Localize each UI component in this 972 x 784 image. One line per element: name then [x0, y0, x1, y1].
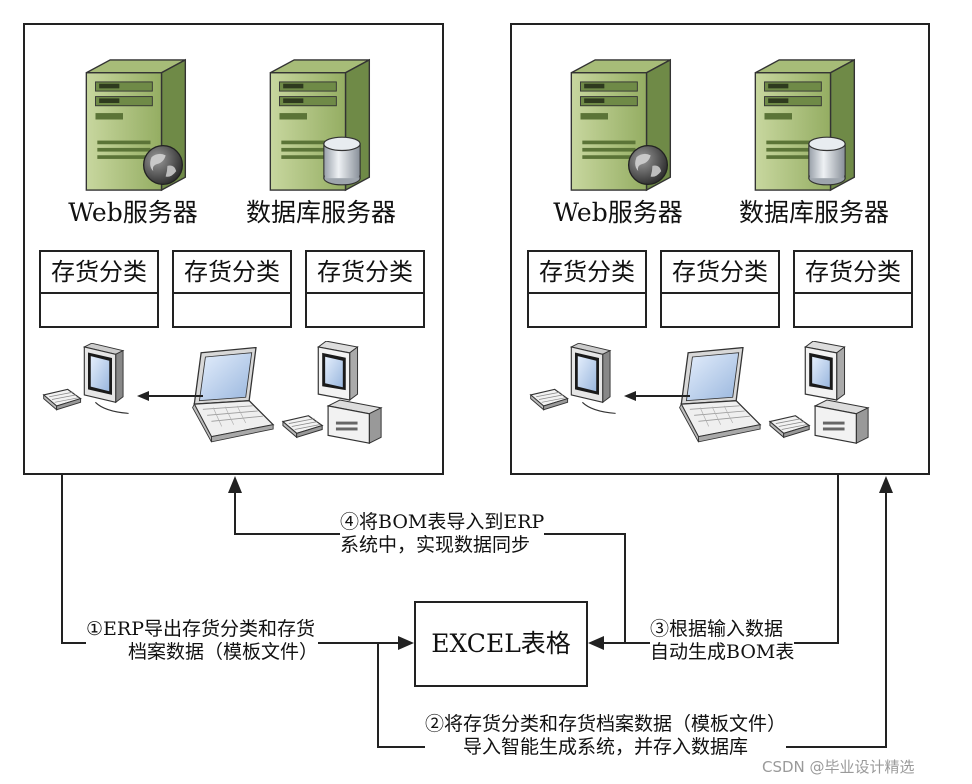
category-title: 存货分类 [307, 252, 423, 294]
step2-line2: 导入智能生成系统，并存入数据库 [463, 736, 749, 758]
arrowhead-step1 [398, 636, 414, 650]
step3-line1: ③根据输入数据 [650, 618, 784, 640]
category-box: 存货分类 [793, 250, 913, 328]
flow-line-step2 [377, 492, 887, 748]
category-title: 存货分类 [174, 252, 290, 294]
category-box: 存货分类 [660, 250, 780, 328]
db-server-label: 数据库服务器 [245, 198, 396, 227]
category-title: 存货分类 [795, 252, 911, 294]
web-server-label: Web服务器 [68, 198, 198, 227]
category-title: 存货分类 [529, 252, 645, 294]
category-title: 存货分类 [41, 252, 157, 294]
step4-line1: ④将BOM表导入到ERP [340, 511, 545, 533]
arrowhead-step4 [228, 476, 242, 493]
category-box: 存货分类 [305, 250, 425, 328]
arrow-icon [137, 391, 203, 401]
category-title: 存货分类 [662, 252, 778, 294]
step1-line2: 档案数据（模板文件） [128, 641, 319, 663]
excel-table-box: EXCEL表格 [414, 601, 588, 687]
category-box: 存货分类 [39, 250, 159, 328]
step1-note: ①ERP导出存货分类和存货 档案数据（模板文件） [86, 618, 319, 664]
left-erp-panel: Web服务器 数据库服务器 存货分类 存货分类 存货分类 [23, 23, 444, 475]
step4-note: ④将BOM表导入到ERP 系统中，实现数据同步 [340, 511, 545, 557]
web-server-label: Web服务器 [553, 198, 683, 227]
right-system-panel: Web服务器 数据库服务器 存货分类 存货分类 存货分类 [510, 23, 930, 475]
watermark: CSDN @毕业设计精选 [762, 758, 915, 776]
arrowhead-step3 [588, 636, 604, 650]
step3-line2: 自动生成BOM表 [650, 641, 795, 663]
category-box: 存货分类 [527, 250, 647, 328]
step2-note: ②将存货分类和存货档案数据（模板文件） 导入智能生成系统，并存入数据库 [425, 713, 787, 759]
step2-line1: ②将存货分类和存货档案数据（模板文件） [425, 713, 787, 735]
arrowhead-step2 [879, 476, 893, 493]
category-box: 存货分类 [172, 250, 292, 328]
arrow-icon [624, 391, 690, 401]
step3-note: ③根据输入数据 自动生成BOM表 [650, 618, 795, 664]
step1-line1: ①ERP导出存货分类和存货 [86, 618, 315, 640]
db-server-label: 数据库服务器 [738, 198, 889, 227]
step4-line2: 系统中，实现数据同步 [340, 534, 531, 556]
